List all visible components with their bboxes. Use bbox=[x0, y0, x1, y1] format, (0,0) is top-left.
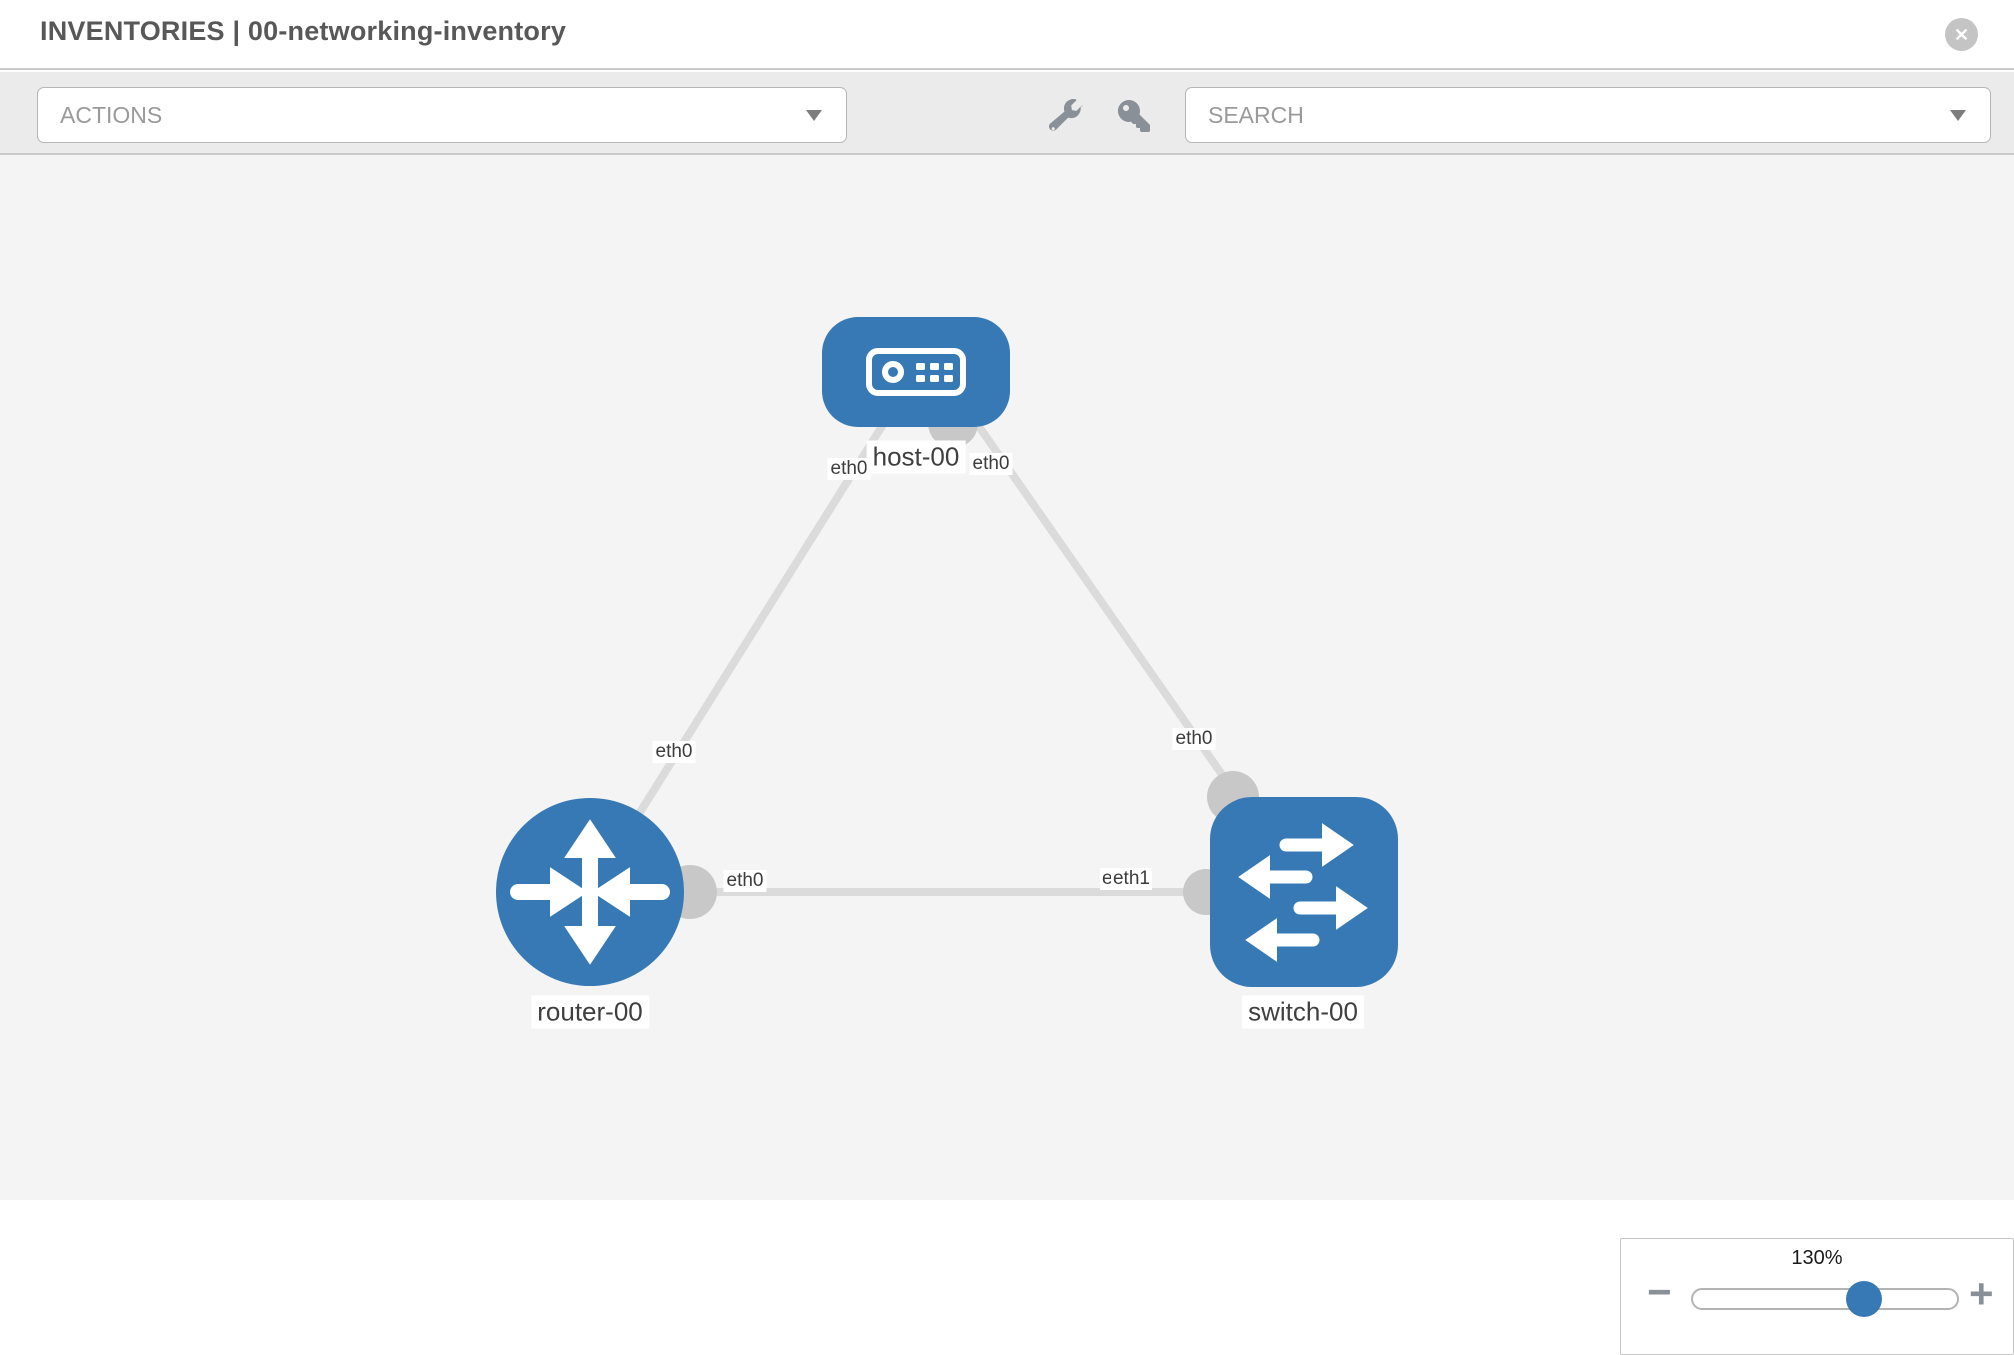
configure-button[interactable] bbox=[1044, 94, 1088, 138]
node-host-00[interactable] bbox=[822, 317, 1010, 427]
host-icon bbox=[866, 348, 966, 396]
zoom-control-panel: 130% − + bbox=[1620, 1238, 2014, 1355]
interface-label-host-right: eth0 bbox=[969, 453, 1013, 475]
page-title: INVENTORIES | 00-networking-inventory bbox=[40, 16, 567, 46]
interface-label-router-right: eth0 bbox=[723, 870, 767, 892]
zoom-level-value: 130% bbox=[1791, 1247, 1843, 1269]
interface-label-router-top: eth0 bbox=[652, 741, 696, 763]
close-button[interactable]: ✕ bbox=[1945, 18, 1978, 51]
node-switch-00[interactable] bbox=[1210, 797, 1398, 987]
node-router-00[interactable] bbox=[496, 798, 684, 986]
search-dropdown-label: SEARCH bbox=[1208, 101, 1304, 128]
topology-canvas[interactable]: host-00 router-00 switch-00 eth0 eth0 et… bbox=[0, 155, 2014, 1355]
zoom-in-button[interactable]: + bbox=[1969, 1270, 1994, 1317]
switch-icon bbox=[1238, 823, 1368, 962]
actions-dropdown[interactable]: ACTIONS bbox=[37, 87, 847, 143]
search-dropdown[interactable]: SEARCH bbox=[1185, 87, 1991, 143]
interface-label-switch-left-eth1: eth1 bbox=[1110, 868, 1152, 890]
chevron-down-icon bbox=[1950, 110, 1966, 121]
interface-label-host-left: eth0 bbox=[827, 458, 871, 480]
topology-graph bbox=[496, 317, 1398, 987]
node-label-host: host-00 bbox=[866, 440, 966, 474]
close-icon: ✕ bbox=[1953, 24, 1970, 45]
node-label-router: router-00 bbox=[531, 995, 649, 1029]
zoom-slider-handle[interactable] bbox=[1846, 1281, 1882, 1317]
wrench-icon bbox=[1049, 99, 1083, 131]
actions-dropdown-label: ACTIONS bbox=[60, 101, 163, 128]
zoom-slider-track[interactable] bbox=[1691, 1288, 1959, 1310]
key-icon bbox=[1118, 100, 1150, 132]
interface-label-switch-top: eth0 bbox=[1172, 728, 1216, 750]
node-label-switch: switch-00 bbox=[1242, 995, 1364, 1029]
router-icon bbox=[510, 819, 670, 965]
zoom-out-button[interactable]: − bbox=[1647, 1268, 1672, 1315]
chevron-down-icon bbox=[806, 110, 822, 121]
header: INVENTORIES | 00-networking-inventory ✕ bbox=[0, 0, 2014, 70]
credentials-button[interactable] bbox=[1112, 94, 1156, 138]
